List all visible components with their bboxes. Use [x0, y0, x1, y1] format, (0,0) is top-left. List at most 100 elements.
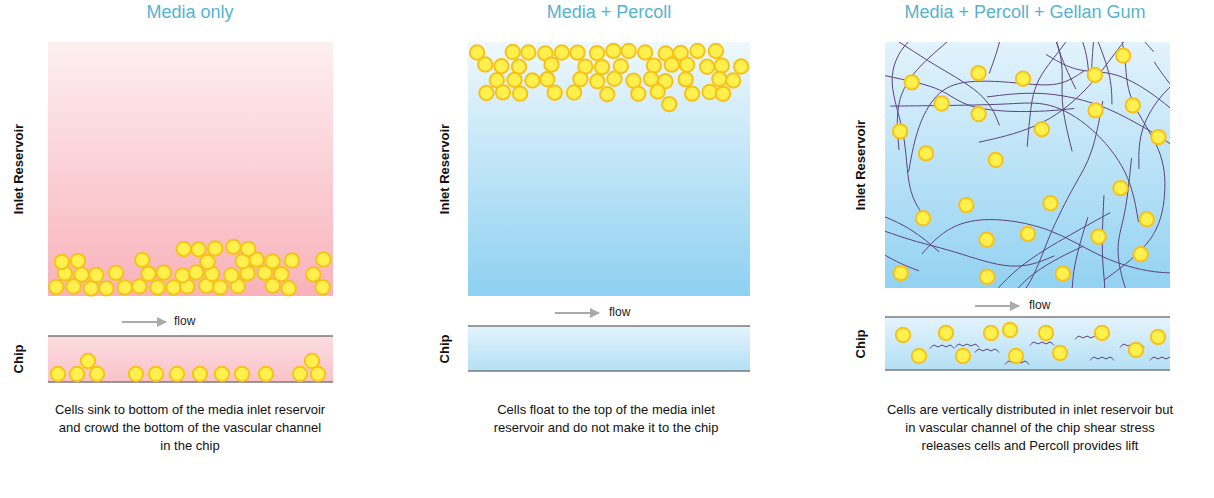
- cell: [540, 72, 554, 86]
- panel-caption: Cells sink to bottom of the media inlet …: [54, 401, 326, 455]
- cell: [479, 86, 493, 100]
- cell: [49, 280, 63, 294]
- gellan-fiber: [885, 147, 939, 252]
- cells: [49, 44, 1166, 381]
- cell: [189, 265, 203, 279]
- cell: [507, 73, 521, 87]
- cell: [1116, 48, 1130, 62]
- gellan-fragment: [1150, 357, 1170, 360]
- flow-arrow: [555, 312, 599, 314]
- cell: [293, 367, 307, 381]
- cell: [548, 85, 562, 99]
- gellan-fiber: [922, 220, 1170, 273]
- cell: [700, 60, 714, 74]
- cell: [989, 153, 1003, 167]
- cell: [573, 72, 587, 86]
- gellan-fiber: [954, 246, 1083, 288]
- cell: [647, 58, 661, 72]
- cell: [494, 59, 508, 73]
- cell: [980, 270, 994, 284]
- cell: [316, 252, 330, 266]
- flow-label: flow: [1029, 298, 1050, 312]
- gellan-fiber: [885, 62, 1074, 111]
- channel-wall: [48, 381, 333, 383]
- cell: [1151, 130, 1165, 144]
- cell: [595, 60, 609, 74]
- cell: [191, 242, 205, 256]
- cell: [513, 86, 527, 100]
- cell: [715, 58, 729, 72]
- cell: [135, 253, 149, 267]
- cell: [956, 349, 970, 363]
- gellan-fiber: [940, 213, 1111, 288]
- cell: [118, 280, 132, 294]
- channel-fill: [48, 336, 333, 382]
- cell: [919, 146, 933, 160]
- channel-wall: [48, 335, 333, 337]
- cell: [215, 367, 229, 381]
- cell: [259, 367, 273, 381]
- cell: [894, 266, 908, 280]
- gellan-fiber: [1139, 42, 1170, 169]
- gellan-fiber: [964, 101, 1103, 288]
- flow-arrow: [975, 305, 1019, 307]
- cell: [306, 267, 320, 281]
- cell: [74, 267, 88, 281]
- cell: [1151, 330, 1165, 344]
- cell: [265, 254, 279, 268]
- side-label: Inlet Reservoir: [11, 124, 26, 214]
- cell: [1021, 227, 1035, 241]
- cell: [1088, 68, 1102, 82]
- panel-caption: Cells are vertically distributed in inle…: [885, 401, 1175, 455]
- cell: [1016, 72, 1030, 86]
- gellan-fiber: [890, 103, 1138, 222]
- gellan-fiber: [940, 217, 1088, 288]
- gellan-fiber: [890, 42, 1072, 151]
- cell: [712, 72, 726, 86]
- cell: [638, 45, 652, 59]
- cell: [157, 266, 171, 280]
- cell: [1091, 229, 1105, 243]
- flow-label: flow: [174, 314, 195, 328]
- gellan-fiber: [1065, 42, 1112, 104]
- cell: [141, 267, 155, 281]
- cell: [680, 58, 694, 72]
- gellan-fiber: [987, 93, 1170, 203]
- cell: [979, 233, 993, 247]
- chip-channel: Chip: [885, 317, 1170, 370]
- cell: [315, 280, 329, 294]
- channel-walls: [48, 317, 1170, 382]
- panel-caption: Cells float to the top of the media inle…: [475, 401, 737, 437]
- cell: [132, 279, 146, 293]
- cell: [521, 45, 535, 59]
- gellan-fragment: [1030, 342, 1054, 345]
- side-label: Inlet Reservoir: [437, 124, 452, 214]
- cell: [224, 268, 238, 282]
- cell: [685, 86, 699, 100]
- cell: [662, 97, 676, 111]
- gellan-fiber: [889, 42, 1089, 77]
- cell: [193, 367, 207, 381]
- cell: [702, 85, 716, 99]
- flow-arrow: [122, 321, 166, 323]
- cell: [1095, 326, 1109, 340]
- cell: [55, 255, 69, 269]
- cell: [544, 57, 558, 71]
- cell: [1113, 181, 1127, 195]
- cell: [971, 66, 985, 80]
- channel-wall: [468, 325, 750, 327]
- cell: [282, 281, 296, 295]
- cell: [1053, 346, 1067, 360]
- cell: [305, 354, 319, 368]
- channel-wall: [468, 370, 750, 372]
- gellan-fiber: [1091, 42, 1170, 73]
- cell: [1043, 196, 1057, 210]
- gellan-fiber: [1027, 42, 1127, 147]
- cell: [150, 280, 164, 294]
- cell: [506, 45, 520, 59]
- gellan-fiber: [897, 42, 993, 150]
- chip-channel: Chip: [48, 336, 333, 382]
- gellan-fiber: [1104, 42, 1165, 280]
- cell: [70, 367, 84, 381]
- gellan-fragment: [930, 345, 954, 348]
